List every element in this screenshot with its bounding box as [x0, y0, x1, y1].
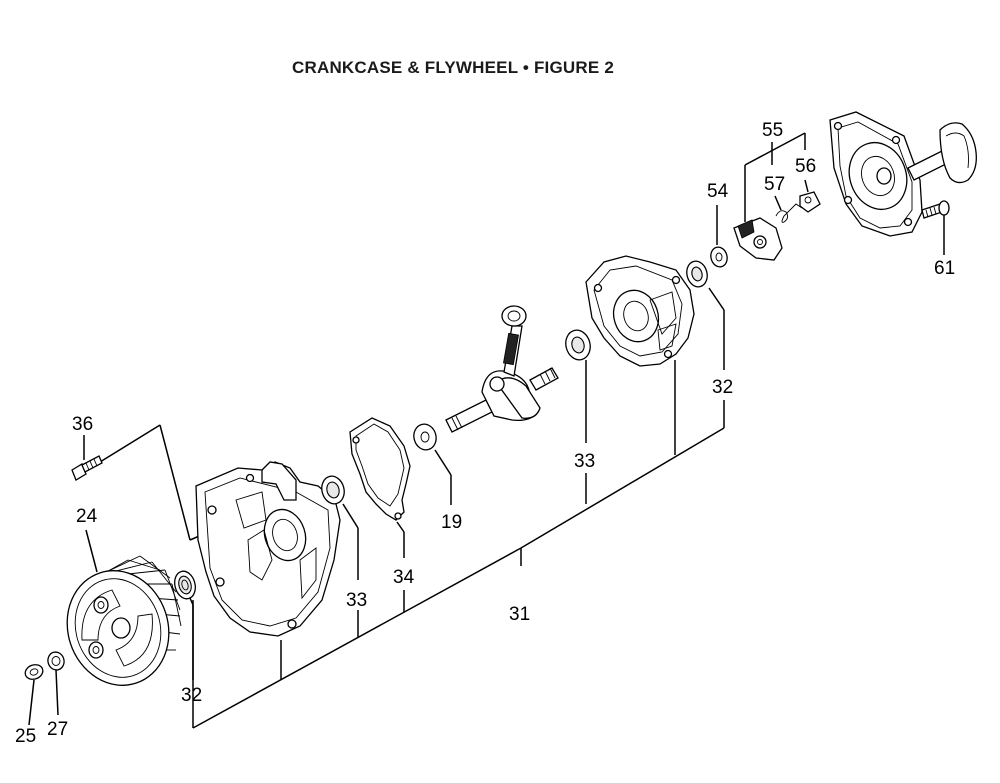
callout-57: 57 [764, 174, 785, 195]
callout-32-right: 32 [712, 377, 733, 398]
part-56-pawl [799, 191, 821, 213]
part-32-bearing-right [686, 260, 708, 288]
part-36-screw [71, 455, 103, 481]
callout-24: 24 [76, 506, 98, 527]
callout-34: 34 [393, 567, 415, 588]
part-33-seal-right [565, 329, 591, 361]
part-crankshaft-assembly [445, 305, 559, 433]
callout-31: 31 [509, 604, 530, 625]
callout-25: 25 [15, 726, 36, 747]
callout-labels: 19 24 25 27 31 32 32 33 33 34 36 54 55 5… [15, 120, 955, 747]
leader-lines [28, 132, 945, 729]
part-32-bearing-left [174, 570, 196, 600]
callout-54: 54 [707, 181, 729, 202]
part-54-washer [710, 246, 728, 268]
part-34-gasket [349, 417, 411, 521]
part-57-spring [775, 203, 803, 223]
callout-19: 19 [441, 512, 462, 533]
callout-56: 56 [795, 156, 816, 177]
part-25-nut [24, 664, 44, 680]
callout-36: 36 [72, 414, 93, 435]
callout-32-left: 32 [181, 685, 202, 706]
part-61-bolt [921, 200, 950, 219]
callout-27: 27 [47, 719, 68, 740]
part-crankcase-right-half [585, 255, 695, 367]
callout-33-left: 33 [346, 590, 367, 611]
part-19-washer [413, 423, 437, 451]
part-27-washer [47, 651, 65, 671]
part-55-ratchet-assembly [733, 217, 783, 261]
part-33-seal-left [321, 475, 345, 505]
part-recoil-starter-housing [829, 111, 977, 237]
part-crankcase-left-half [195, 461, 341, 637]
part-24-flywheel [66, 555, 182, 686]
figure-title: CRANKCASE & FLYWHEEL • FIGURE 2 [292, 58, 614, 77]
callout-33-right: 33 [574, 451, 595, 472]
callout-55: 55 [762, 120, 783, 141]
callout-61: 61 [934, 258, 955, 279]
